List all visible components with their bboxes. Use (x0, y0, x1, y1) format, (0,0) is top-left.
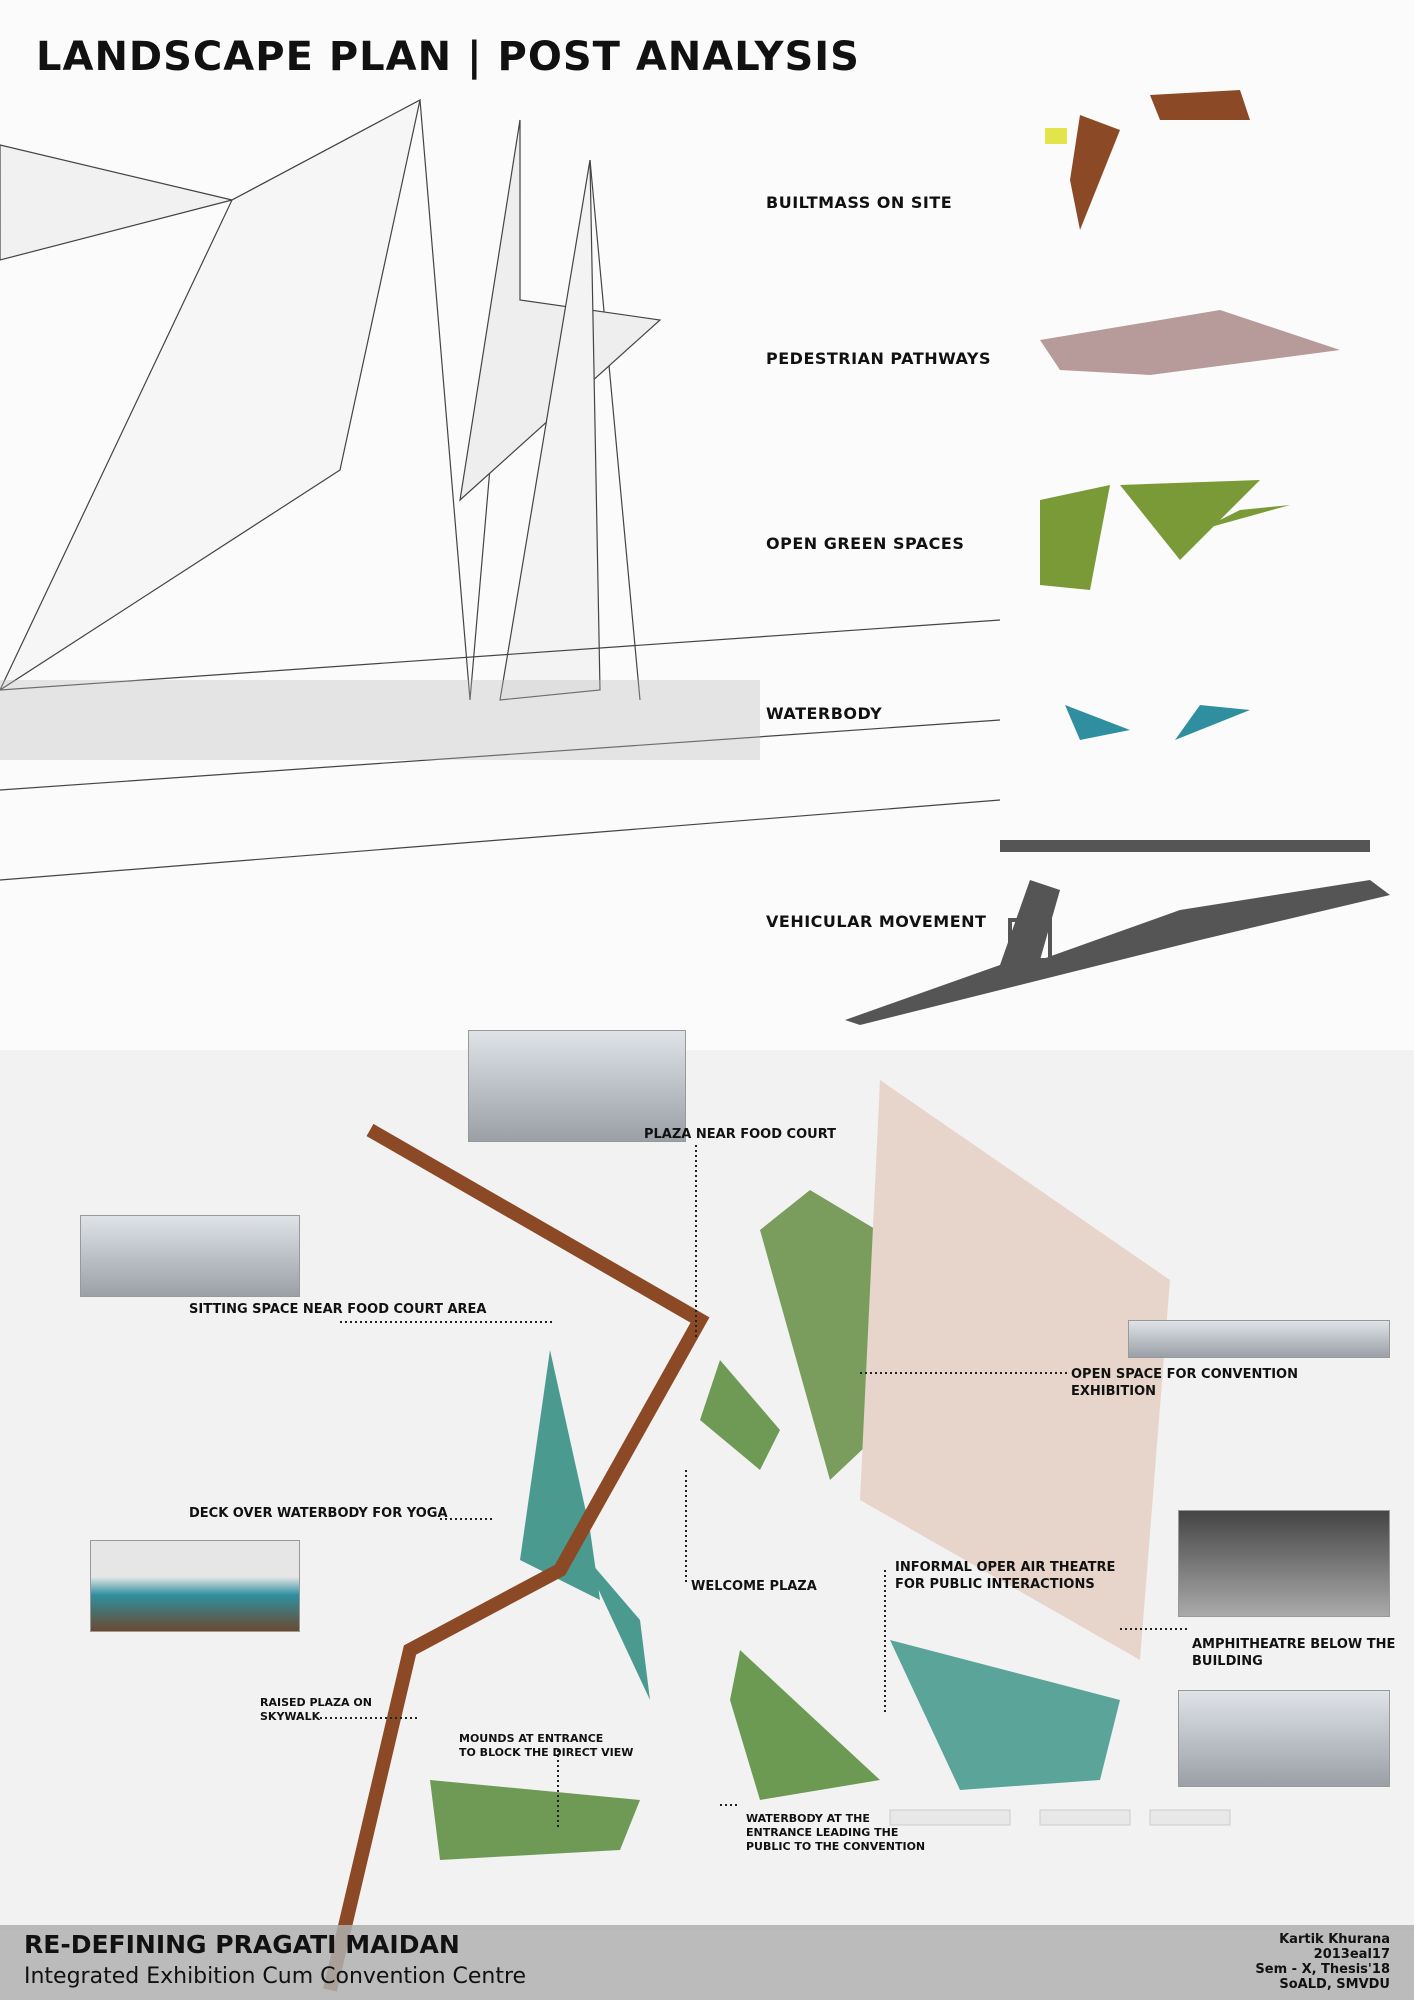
waterbody (580, 1550, 650, 1700)
label-line: MOUNDS AT ENTRANCE (459, 1732, 604, 1745)
green-space (700, 1360, 780, 1470)
label-welcome-plaza: WELCOME PLAZA (691, 1579, 817, 1594)
render-waterbody-entrance (1178, 1690, 1390, 1787)
label-line: AMPHITHEATRE BELOW THE (1192, 1637, 1396, 1652)
green-space (730, 1650, 880, 1800)
label-line: SKYWALK (260, 1710, 321, 1723)
label-waterbody: WATERBODY (766, 704, 883, 723)
waterbody (890, 1640, 1120, 1790)
label-theatre: INFORMAL OPER AIR THEATRE FOR PUBLIC INTE… (895, 1559, 1115, 1593)
builtmass-diagram (1045, 90, 1250, 230)
render-amphitheatre (1178, 1510, 1390, 1617)
label-line: PUBLIC TO THE CONVENTION (746, 1840, 926, 1853)
mounds (430, 1780, 640, 1860)
label-builtmass: BUILTMASS ON SITE (766, 193, 953, 212)
credits: Kartik Khurana 2013eal17 Sem - X, Thesis… (1255, 1932, 1390, 1992)
label-deck: DECK OVER WATERBODY FOR YOGA (189, 1506, 448, 1521)
label-line: FOR PUBLIC INTERACTIONS (895, 1577, 1095, 1592)
label-line: WATERBODY AT THE (746, 1812, 870, 1825)
enrollment-no: 2013eal17 (1313, 1947, 1390, 1962)
render-open-space (1128, 1320, 1390, 1358)
footer-band (0, 1925, 1414, 2000)
label-line: EXHIBITION (1071, 1384, 1157, 1399)
pathways-diagram (1040, 310, 1340, 375)
page-title: LANDSCAPE PLAN | POST ANALYSIS (36, 34, 860, 80)
author-name: Kartik Khurana (1279, 1932, 1390, 1947)
label-line: OPEN SPACE FOR CONVENTION (1071, 1367, 1298, 1382)
label-pedestrian-pathways: PEDESTRIAN PATHWAYS (766, 349, 992, 368)
render-deck-yoga (90, 1540, 300, 1632)
perspective-sketch (0, 98, 1001, 881)
label-line: INFORMAL OPER AIR THEATRE (895, 1560, 1116, 1575)
analysis-diagrams (845, 90, 1390, 1025)
label-sitting-space: SITTING SPACE NEAR FOOD COURT AREA (189, 1302, 487, 1317)
label-open-space: OPEN SPACE FOR CONVENTION EXHIBITION (1071, 1366, 1298, 1400)
label-line: ENTRANCE LEADING THE (746, 1826, 899, 1839)
label-line: BUILDING (1192, 1654, 1263, 1669)
project-title: RE-DEFINING PRAGATI MAIDAN (24, 1930, 460, 1959)
label-amphitheatre: AMPHITHEATRE BELOW THE BUILDING (1192, 1636, 1395, 1670)
institution: SoALD, SMVDU (1279, 1977, 1390, 1992)
label-line: RAISED PLAZA ON (260, 1696, 372, 1709)
label-vehicular-movement: VEHICULAR MOVEMENT (766, 912, 987, 931)
render-plaza-food-court (468, 1030, 686, 1142)
label-line: TO BLOCK THE DIRECT VIEW (459, 1746, 634, 1759)
semester: Sem - X, Thesis'18 (1255, 1962, 1390, 1977)
vehicular-diagram (845, 840, 1390, 1025)
building-footprint (860, 1080, 1170, 1660)
project-subtitle: Integrated Exhibition Cum Convention Cen… (24, 1964, 527, 1989)
render-sitting-space (80, 1215, 300, 1297)
label-plaza-food-court: PLAZA NEAR FOOD COURT (644, 1127, 836, 1142)
label-open-green-spaces: OPEN GREEN SPACES (766, 534, 965, 553)
green-diagram (1040, 480, 1290, 590)
water-diagram (1065, 705, 1250, 740)
skywalk (323, 1123, 710, 1992)
